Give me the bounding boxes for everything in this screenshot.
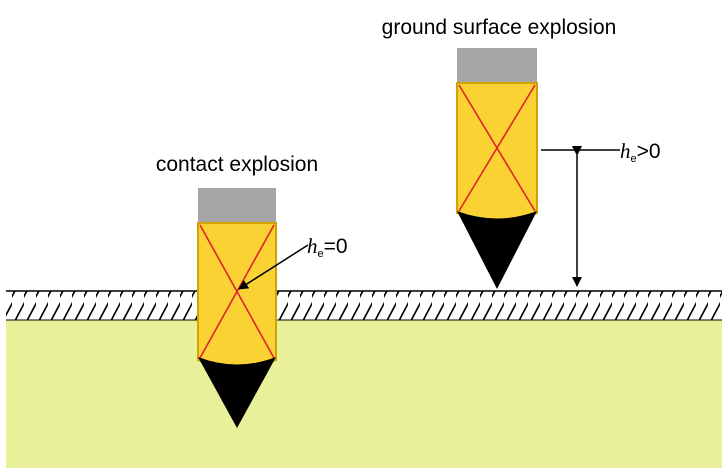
contact-charge-cross-b [199, 224, 275, 359]
soil-region [6, 320, 722, 468]
surface-height-label: he>0 [620, 139, 661, 165]
contact-charge-body [197, 222, 277, 368]
contact-explosion-title: contact explosion [156, 153, 318, 176]
contact-height-label: he=0 [307, 234, 348, 260]
surface-charge-cross-b [458, 84, 536, 212]
contact-charge [197, 188, 277, 428]
ground-surface-hatch [6, 291, 722, 320]
contact-charge-cap [198, 188, 276, 223]
surface-charge-body [456, 82, 538, 221]
surface-charge-cap [457, 48, 537, 83]
contact-charge-tip [198, 357, 276, 428]
surface-charge [456, 48, 538, 289]
surface-charge-tip [457, 211, 537, 289]
surface-explosion-title: ground surface explosion [382, 16, 617, 39]
contact-height-leader-arrow [238, 244, 309, 290]
